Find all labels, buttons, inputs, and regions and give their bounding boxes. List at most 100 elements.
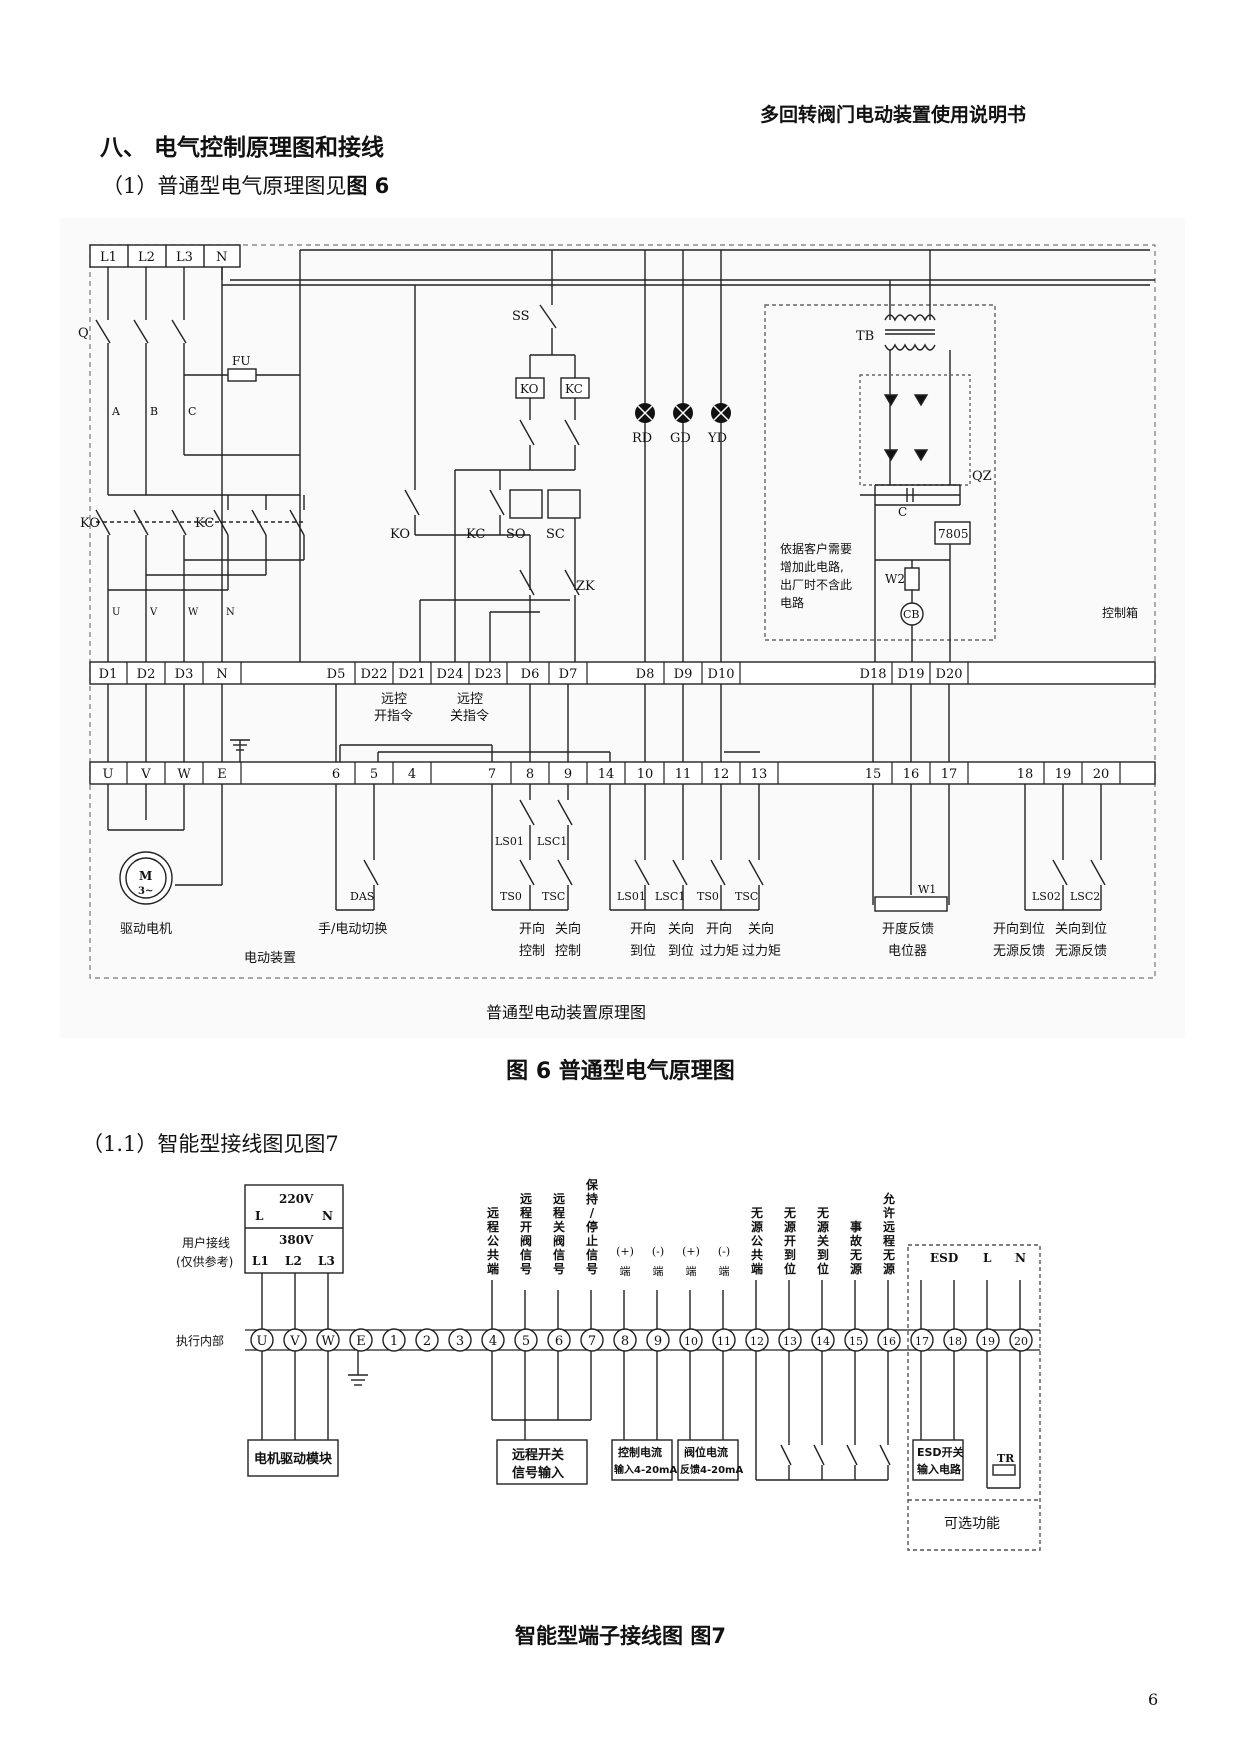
lsc1b-label: LSC1: [655, 890, 685, 903]
term-8: 8: [526, 767, 534, 782]
remote-box-2: 信号输入: [512, 1465, 564, 1481]
inner-caption: 普通型电动装置原理图: [486, 1003, 646, 1022]
rectifier-qz-label: QZ: [972, 469, 992, 484]
f7-term-circle-14: [712, 1328, 736, 1352]
f7-term-circle-21: [943, 1328, 967, 1352]
fig7-vertical-labels: 远程公共端远程开阀信号远程关阀信号保持/停止信号无源公共端无源开到位无源关到位事…: [487, 1177, 895, 1276]
esd-box-2: 输入电路: [917, 1462, 962, 1476]
f7-term-circle-12: [646, 1328, 670, 1352]
switch-q-label: Q: [78, 326, 89, 341]
pos-open-2: 到位: [630, 944, 656, 959]
pos-close-2: 到位: [668, 944, 694, 959]
f7-term-circle-8: [514, 1328, 538, 1352]
vlabel-3-4: 止: [586, 1233, 598, 1248]
contactor-ko-label: KO: [80, 516, 100, 531]
f7-term-10: 7: [588, 1334, 596, 1349]
vlabel-4-4: 端: [751, 1261, 763, 1276]
vlabel-7-2: 无: [849, 1248, 862, 1262]
vlabel-6-0: 无: [816, 1206, 829, 1220]
d-term-8: D23: [475, 667, 502, 682]
lsc1-label: LSC1: [537, 835, 567, 848]
subsection-1-text: （1）普通型电气原理图见: [102, 174, 347, 198]
term-17: 17: [941, 767, 958, 782]
ls01b-label: LS01: [617, 890, 646, 903]
d-term-14: D18: [860, 667, 887, 682]
vlabel-3-2: /: [590, 1206, 595, 1220]
vlabel-3-0: 保: [585, 1177, 599, 1192]
subsection-heading-2: （1.1）智能型接线图见图7: [82, 1132, 339, 1156]
user-wiring-2: (仅供参考): [176, 1254, 233, 1269]
control-box-label: 控制箱: [1102, 605, 1138, 620]
torque-close-1: 关向: [748, 921, 774, 937]
term-2: W: [177, 767, 191, 782]
note-line-2: 增加此电路,: [780, 559, 844, 574]
f7-term-12: 9: [654, 1334, 662, 1349]
supply-term-l3: L3: [176, 250, 193, 265]
vlabel-5-3: 到: [784, 1247, 796, 1262]
vlabel-0-1: 程: [487, 1219, 499, 1234]
out-u-label: U: [112, 607, 120, 618]
dry-close-1: 关向到位: [1055, 921, 1107, 937]
vlabel-0-0: 远: [487, 1206, 499, 1220]
pm-end-3: 端: [719, 1265, 730, 1278]
f7-term-9: 6: [555, 1334, 563, 1349]
ctrl-close-2: 控制: [555, 944, 581, 959]
vlabel-0-4: 端: [487, 1261, 499, 1276]
f7-term-circle-3: [349, 1328, 373, 1352]
lamp-rd-label: RD: [632, 431, 652, 446]
vlabel-8-4: 无: [882, 1248, 895, 1262]
pos-open-1: 开向: [630, 921, 656, 937]
pos-close-1: 关向: [668, 921, 694, 937]
f7-term-5: 2: [423, 1334, 431, 1349]
section-title: 八、 电气控制原理图和接线: [100, 135, 385, 161]
vlabel-3-3: 停: [586, 1219, 598, 1234]
f7-term-circle-20: [910, 1328, 934, 1352]
pm-sign-0: (+): [616, 1245, 634, 1258]
motor-m: M: [139, 869, 152, 883]
esd-box-1: ESD开关: [917, 1445, 964, 1459]
f7-term-circle-11: [613, 1328, 637, 1352]
term-5: 5: [370, 767, 378, 782]
regulator-label: 7805: [938, 527, 969, 541]
remote-close-1: 远控: [457, 692, 483, 707]
phase-a-label: A: [111, 405, 121, 418]
f7-term-19: 16: [882, 1335, 896, 1348]
v220-label: 220V: [279, 1192, 314, 1206]
l3-label: L3: [318, 1254, 335, 1268]
device-label: 电动装置: [244, 951, 296, 966]
term-1: V: [140, 767, 151, 782]
term-3: E: [217, 767, 227, 782]
lamp-gd-label: GD: [670, 431, 691, 446]
figure-6-caption: 图 6 普通型电气原理图: [506, 1059, 735, 1084]
vlabel-5-0: 无: [783, 1206, 796, 1220]
pm-end-0: 端: [620, 1265, 631, 1278]
term-7: 7: [488, 767, 496, 782]
capacitor-c-label: C: [898, 505, 907, 519]
d-term-6: D21: [399, 667, 426, 682]
ts0b-label: TS0: [697, 890, 719, 903]
page-number: 6: [1148, 1690, 1159, 1709]
term-16: 16: [903, 767, 920, 782]
f7-term-circle-1: [283, 1328, 307, 1352]
d-term-16: D20: [936, 667, 963, 682]
d-term-9: D6: [521, 667, 540, 682]
vlabel-3-6: 号: [586, 1261, 598, 1276]
f7-term-7: 4: [489, 1334, 497, 1349]
fig7-wiring: 220V L N 380V L1 L2 L3 用户接线 (仅供参考) 执行内部 …: [176, 1177, 1041, 1551]
term-13: 12: [713, 767, 730, 782]
note-line-1: 依据客户需要: [780, 541, 852, 556]
dry-open-2: 无源反馈: [993, 944, 1045, 959]
fig7-polarity-labels: (+)端(-)端(+)端(-)端: [616, 1245, 730, 1278]
l-label: L: [255, 1209, 264, 1223]
term-9: 9: [564, 767, 572, 782]
f7-term-0: U: [257, 1334, 268, 1349]
supply-term-l2: L2: [138, 250, 155, 265]
esd-l-label: L: [983, 1251, 992, 1265]
f7-term-13: 10: [684, 1335, 698, 1348]
switch-kc-label: KC: [466, 527, 485, 542]
f7-term-circle-23: [1009, 1328, 1033, 1352]
motor-module-box: 电机驱动模块: [254, 1451, 333, 1467]
f7-term-circle-10: [580, 1328, 604, 1352]
